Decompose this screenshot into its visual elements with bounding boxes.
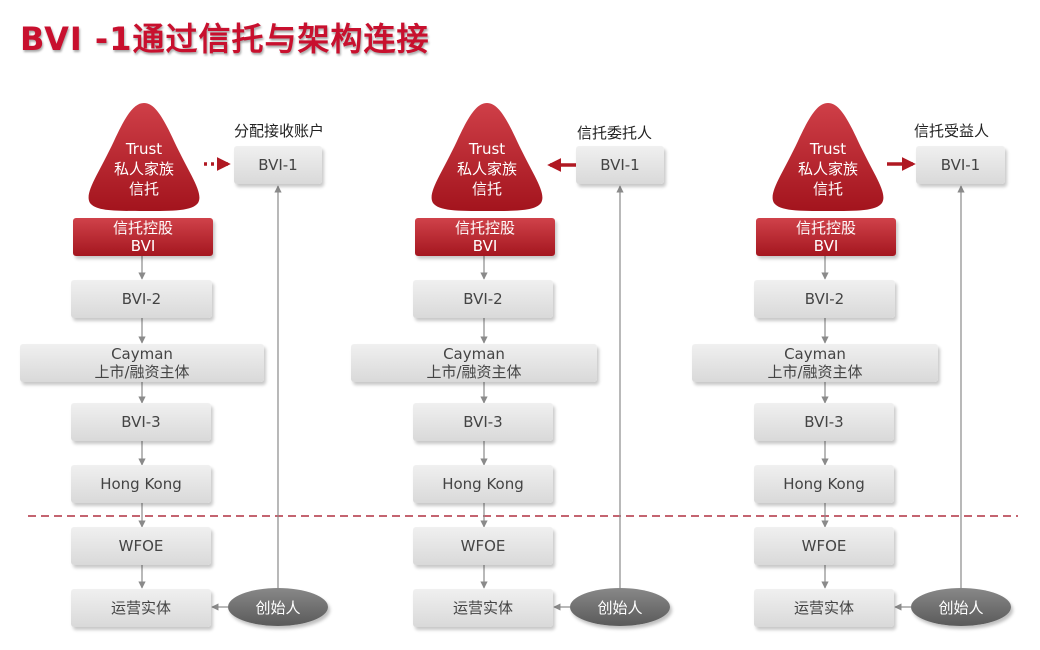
column-1-chain-arrows (138, 185, 282, 611)
trust-label-1: Trust (468, 140, 506, 158)
founder-node: 创始人 (911, 588, 1011, 626)
trust-node: Trust 私人家族 信托 (766, 99, 890, 213)
bvi2-box: BVI-2 (71, 280, 212, 318)
bvi3-box: BVI-3 (71, 403, 211, 441)
founder-node: 创始人 (570, 588, 670, 626)
wfoe-box: WFOE (754, 527, 894, 565)
trust-label-3: 信托 (471, 180, 502, 198)
operating-entity-box: 运营实体 (71, 589, 211, 627)
trust-label-1: Trust (809, 140, 847, 158)
bvi2-box: BVI-2 (413, 280, 553, 318)
operating-entity-box: 运营实体 (413, 589, 553, 627)
column-3-chain-arrows (821, 185, 965, 611)
trust-label-1: Trust (125, 140, 163, 158)
bvi3-box: BVI-3 (413, 403, 553, 441)
trust-label-3: 信托 (812, 180, 843, 198)
trust-label-2: 私人家族 (456, 160, 517, 178)
bvi1-caption: 信托委托人 (577, 124, 653, 142)
bvi1-caption: 分配接收账户 (234, 122, 325, 140)
bvi3-box: BVI-3 (754, 403, 894, 441)
founder-node: 创始人 (228, 588, 328, 626)
trust-node: Trust 私人家族 信托 (425, 99, 549, 213)
hong-kong-box: Hong Kong (413, 465, 553, 503)
trust-node: Trust 私人家族 信托 (82, 99, 206, 213)
wfoe-box: WFOE (413, 527, 553, 565)
bvi1-box: BVI-1 (234, 146, 322, 184)
hong-kong-box: Hong Kong (71, 465, 211, 503)
hong-kong-box: Hong Kong (754, 465, 894, 503)
operating-entity-box: 运营实体 (754, 589, 894, 627)
trust-label-2: 私人家族 (797, 160, 858, 178)
bvi1-caption: 信托受益人 (914, 122, 990, 140)
bvi2-box: BVI-2 (754, 280, 895, 318)
bvi1-box: BVI-1 (576, 146, 664, 184)
trust-label-3: 信托 (128, 180, 159, 198)
wfoe-box: WFOE (71, 527, 211, 565)
column-2-chain-arrows (480, 185, 624, 611)
bvi1-box: BVI-1 (916, 146, 1005, 184)
page-title: BVI -1通过信托与架构连接 (20, 20, 430, 58)
trust-label-2: 私人家族 (113, 160, 174, 178)
